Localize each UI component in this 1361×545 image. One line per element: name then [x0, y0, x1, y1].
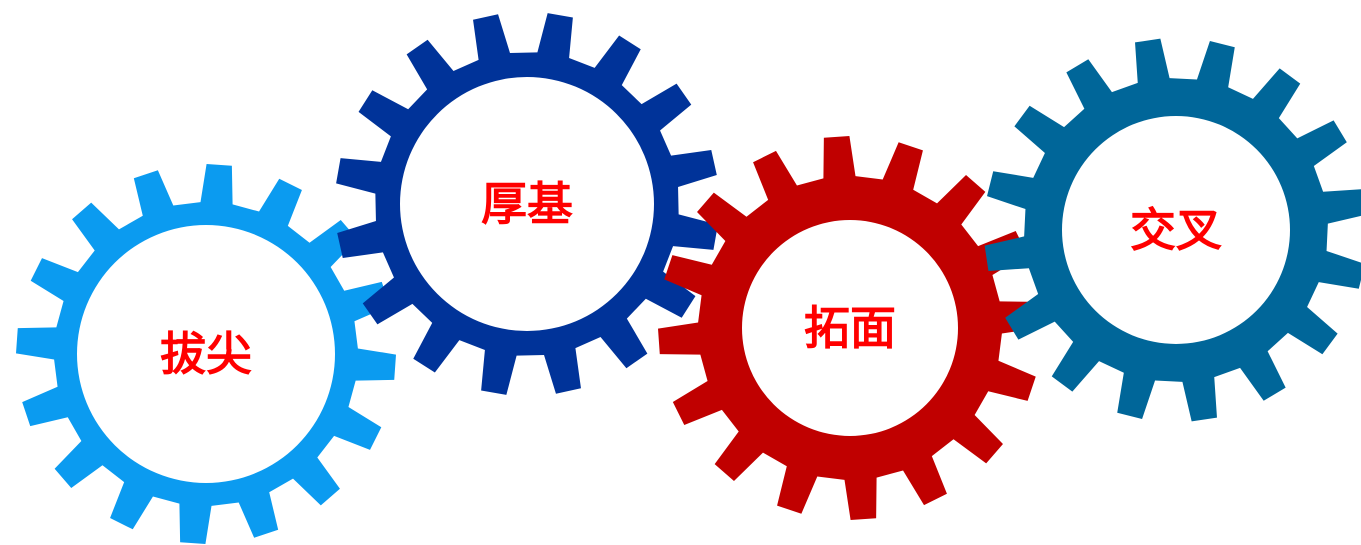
gear-2-body	[336, 13, 718, 395]
gear-4-body	[984, 38, 1361, 422]
gear-1-body	[16, 164, 396, 544]
gear-3-label: 拓面	[804, 301, 896, 355]
gear-4-label: 交叉	[1130, 203, 1222, 257]
gear-1: 拔尖	[16, 164, 396, 544]
gear-1-label: 拔尖	[160, 327, 252, 381]
gear-3-body	[658, 136, 1042, 520]
gear-4: 交叉	[984, 38, 1361, 422]
gear-2-label: 厚基	[481, 177, 573, 231]
gear-2: 厚基	[336, 13, 718, 395]
gear-3: 拓面	[658, 136, 1042, 520]
